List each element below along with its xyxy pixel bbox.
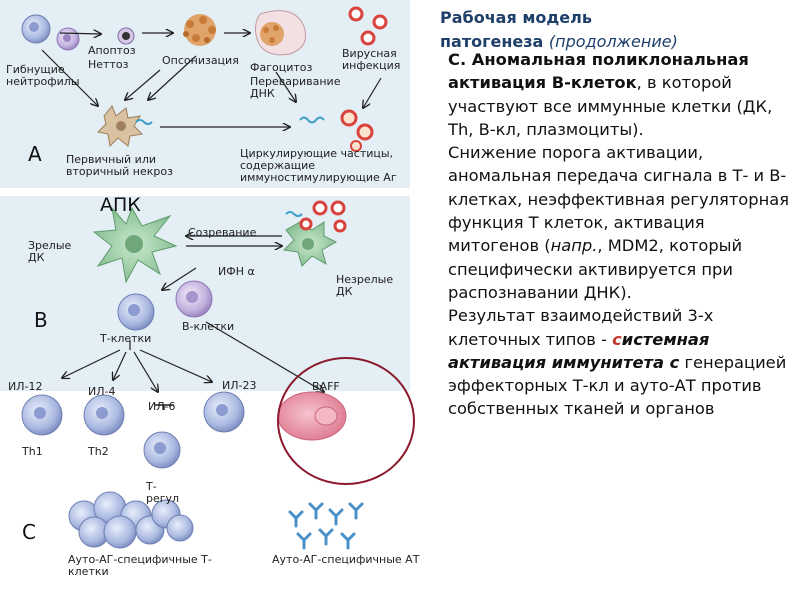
label-auto-t-cells: Ауто-АГ-специфичные Т-клетки (68, 553, 212, 578)
panel-c-letter: C (22, 520, 36, 544)
body-para3-a: Результат взаимодействий 3-х клеточных т… (448, 306, 714, 349)
auto-t-cell-cluster (68, 491, 194, 549)
label-dna-digestion: Переваривание ДНК (250, 75, 341, 100)
label-baff: BAFF (312, 380, 340, 393)
label-mature-dc: Зрелые ДК (28, 239, 72, 264)
opsonized-cluster (183, 14, 216, 46)
circulating-viruses (340, 109, 374, 152)
label-t-cells: Т-клетки (100, 332, 152, 345)
label-auto-antibodies: Ауто-АГ-специфичные АТ (272, 553, 420, 566)
slide-title-line2: патогенеза (продолжение) (440, 32, 678, 51)
neutrophil-cell-2 (56, 27, 80, 51)
treg-cell (143, 431, 181, 469)
label-apoptosis: Апоптоз (88, 44, 136, 57)
label-th1: Th1 (22, 445, 43, 458)
body-para2-b: , MDM2, который специфически активируетс… (448, 236, 743, 302)
label-immature-dc: Незрелые ДК (336, 273, 394, 298)
label-il23: ИЛ-23 (222, 379, 257, 392)
b-cell (175, 280, 213, 318)
th1-cell (21, 394, 63, 436)
label-il6: ИЛ-6 (148, 400, 176, 413)
label-ifn: ИФН α (218, 265, 255, 278)
plasma-cell (277, 391, 347, 441)
slide-title: Рабочая модель (440, 8, 592, 27)
phagocyte-cell (254, 10, 307, 56)
label-opsonization: Опсонизация (162, 54, 239, 67)
th17-cell (203, 391, 245, 433)
antibody-cluster (288, 502, 364, 550)
label-il12: ИЛ-12 (8, 380, 43, 393)
label-treg: Т-регул (146, 480, 180, 505)
label-b-cells: В-клетки (182, 320, 235, 333)
apoptotic-cell (117, 27, 135, 45)
label-apc: АПК (100, 194, 141, 216)
th2-cell (83, 394, 125, 436)
label-necrosis: Первичный или вторичный некроз (66, 153, 173, 178)
label-circulating-particles: Циркулирующие частицы, содержащие иммуно… (240, 147, 397, 184)
body-para2-italic: напр. (550, 236, 598, 256)
body-para3-b: генерацией эффекторных Т-кл и ауто-АТ пр… (448, 352, 787, 419)
body-heading-rest: , в которой участвуют все иммунные клетк… (448, 73, 773, 139)
mature-dendritic-cell (92, 206, 178, 284)
panel-c (0, 400, 410, 600)
title-bold-part: патогенеза (440, 32, 544, 51)
diagram-graphics (21, 6, 415, 550)
body-text: С. Аномальная поликлональная активация В… (448, 48, 793, 421)
label-il4: ИЛ-4 (88, 385, 116, 398)
highlight-circle (277, 357, 415, 485)
body-para3-red-c: с (612, 329, 622, 349)
virus-particles-b (299, 200, 347, 233)
neutrophil-cell (21, 14, 51, 44)
body-heading: С. Аномальная поликлональная активация В… (448, 50, 749, 93)
virus-particles (348, 6, 388, 46)
panel-a-letter: A (28, 142, 42, 166)
label-th2: Th2 (88, 445, 109, 458)
label-phagocytosis: Фагоцитоз (250, 61, 313, 74)
panel-b-letter: B (34, 308, 48, 332)
t-cell (117, 293, 155, 331)
necrotic-cell (96, 105, 144, 148)
label-viral-infection: Вирусная инфекция (342, 47, 401, 72)
title-paren-part: (продолжение) (548, 32, 678, 51)
label-dying-neutrophils: Гибнущие нейтрофилы (6, 63, 80, 88)
body-para2-a: Снижение порога активации, аномальная пе… (448, 143, 790, 256)
pathogenesis-diagram: Гибнущие нейтрофилы Апоптоз Неттоз Опсон… (0, 0, 420, 600)
label-maturation: Созревание (188, 226, 257, 239)
label-netosis: Неттоз (88, 58, 129, 71)
body-para3-emph: истемная активация иммунитета с (448, 329, 710, 372)
immature-dendritic-cell (282, 221, 338, 267)
